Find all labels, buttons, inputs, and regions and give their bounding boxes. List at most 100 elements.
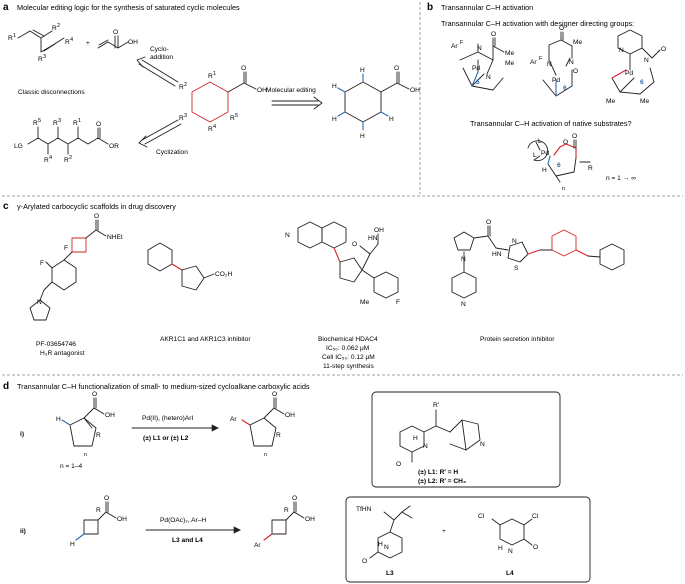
svg-text:HN: HN [492, 251, 502, 258]
n-range-b: n = 1 → ∞ [606, 175, 636, 182]
ligand-l1-label: (±) L1: R′ = H [418, 469, 458, 476]
svg-text:R: R [96, 507, 101, 514]
svg-text:OR: OR [109, 143, 119, 150]
svg-text:N: N [619, 47, 624, 54]
svg-text:3: 3 [43, 54, 46, 60]
svg-text:3: 3 [184, 113, 187, 119]
svg-text:H: H [498, 545, 503, 552]
svg-text:R: R [230, 115, 235, 122]
reaction-ii-substrate: R O OH H [70, 495, 127, 548]
svg-text:OH: OH [128, 39, 138, 46]
svg-text:R′: R′ [433, 402, 440, 409]
compound-3-line1: Biochemical HDAC4 [318, 336, 378, 343]
svg-text:H: H [332, 116, 337, 123]
svg-text:Pd: Pd [541, 150, 549, 157]
svg-text:N: N [547, 61, 552, 68]
svg-text:TfHN: TfHN [356, 506, 372, 513]
svg-text:R: R [276, 432, 281, 439]
svg-text:L: L [538, 138, 542, 145]
svg-text:R: R [73, 120, 78, 127]
svg-text:O: O [92, 391, 97, 398]
compound-3-line3: Cell IC₅₀: 0.12 μM [322, 354, 375, 361]
svg-text:1: 1 [13, 33, 16, 39]
svg-text:n: n [562, 186, 565, 192]
svg-text:OH: OH [410, 87, 420, 94]
compound-1-name: PF-03654746 [36, 341, 76, 348]
svg-text:5: 5 [38, 118, 41, 124]
ligand-box-l1-l2: R′ H N O N (±) L1: R′ = H (±) L2: R′ = C… [371, 391, 561, 488]
svg-text:N: N [644, 57, 649, 64]
svg-text:5: 5 [235, 113, 238, 119]
svg-text:R: R [284, 507, 289, 514]
svg-text:2: 2 [69, 155, 72, 161]
compound-3-line4: 11-step synthesis [323, 363, 375, 370]
svg-text:LG: LG [14, 143, 23, 150]
compound-4-desc: Protein secretion inhibitor [480, 336, 555, 343]
svg-text:L: L [533, 152, 537, 159]
panel-a-letter: a [3, 2, 9, 13]
reaction-i-arrow: Pd(II), (hetero)ArI (±) L1 or (±) L2 [131, 415, 219, 442]
svg-text:O: O [559, 25, 564, 32]
svg-text:addition: addition [150, 54, 173, 61]
svg-text:Cl: Cl [532, 513, 539, 520]
svg-text:Cyclization: Cyclization [156, 149, 188, 156]
compound-3-line2: IC₅₀: 0.062 μM [326, 345, 369, 352]
svg-text:H: H [332, 83, 337, 90]
svg-text:R: R [208, 126, 213, 133]
compound-2-desc: AKR1C1 and AKR1C3 inhibitor [160, 336, 251, 343]
svg-text:1: 1 [78, 118, 81, 124]
svg-text:6: 6 [640, 79, 644, 86]
svg-text:R: R [53, 120, 58, 127]
svg-text:H: H [389, 116, 394, 123]
compound-1-desc: H₃R antagonist [40, 350, 85, 357]
svg-text:O: O [272, 391, 277, 398]
svg-text:6: 6 [563, 85, 567, 92]
n-range-d: n = 1–4 [60, 463, 83, 470]
svg-text:O: O [563, 139, 568, 146]
svg-text:O: O [96, 121, 101, 128]
reaction-ii-arrow: Pd(OAc)₂, Ar–H L3 and L4 [145, 517, 241, 544]
svg-text:1: 1 [213, 71, 216, 77]
svg-text:Ar: Ar [254, 542, 261, 549]
svg-text:Pd(OAc)₂, Ar–H: Pd(OAc)₂, Ar–H [160, 517, 206, 524]
molecular-editing-arrow: Molecular editing [266, 87, 323, 110]
svg-text:Pd: Pd [552, 77, 560, 84]
panel-b-title: Transannular C–H activation [441, 3, 533, 12]
svg-text:OH: OH [117, 516, 127, 523]
panel-a-title: Molecular editing logic for the synthesi… [17, 3, 240, 12]
svg-text:Me: Me [505, 50, 514, 57]
plus-sign-d: + [442, 528, 446, 535]
svg-text:OH: OH [105, 412, 115, 419]
svg-text:O: O [572, 133, 577, 140]
svg-text:H: H [413, 435, 418, 442]
svg-text:2: 2 [57, 23, 60, 29]
svg-text:4: 4 [70, 37, 73, 43]
svg-text:N: N [461, 301, 466, 308]
ligand-box-l3-l4: TfHN H N O L3 + Cl Cl H N O L4 [345, 496, 591, 583]
ligand-l2-label: (±) L2: R′ = CH₃ [418, 478, 466, 485]
svg-text:O: O [362, 558, 367, 565]
svg-text:4: 4 [213, 124, 216, 130]
svg-text:Cl: Cl [478, 513, 485, 520]
svg-text:Me: Me [640, 98, 649, 105]
svg-text:OH: OH [305, 516, 315, 523]
svg-text:Pd: Pd [472, 65, 480, 72]
svg-text:N: N [486, 74, 491, 81]
compound-akr1c-inhibitor: CO₂H AKR1C1 and AKR1C3 inhibitor [147, 242, 251, 343]
svg-text:F: F [539, 56, 543, 62]
svg-text:HN: HN [368, 235, 378, 242]
compound-protein-secretion: N O HN N S N Protein secretion inhibitor [451, 219, 625, 343]
reaction-ii-label: ii) [20, 528, 26, 535]
reaction-ii-product: R O OH Ar [254, 495, 315, 549]
svg-text:O: O [661, 46, 666, 53]
svg-text:F: F [396, 299, 400, 306]
svg-text:R: R [65, 39, 70, 46]
ligand-l4-label: L4 [506, 570, 514, 577]
svg-text:O: O [533, 544, 538, 551]
classic-disconnections-label: Classic disconnections [18, 89, 85, 96]
svg-text:O: O [573, 68, 578, 75]
